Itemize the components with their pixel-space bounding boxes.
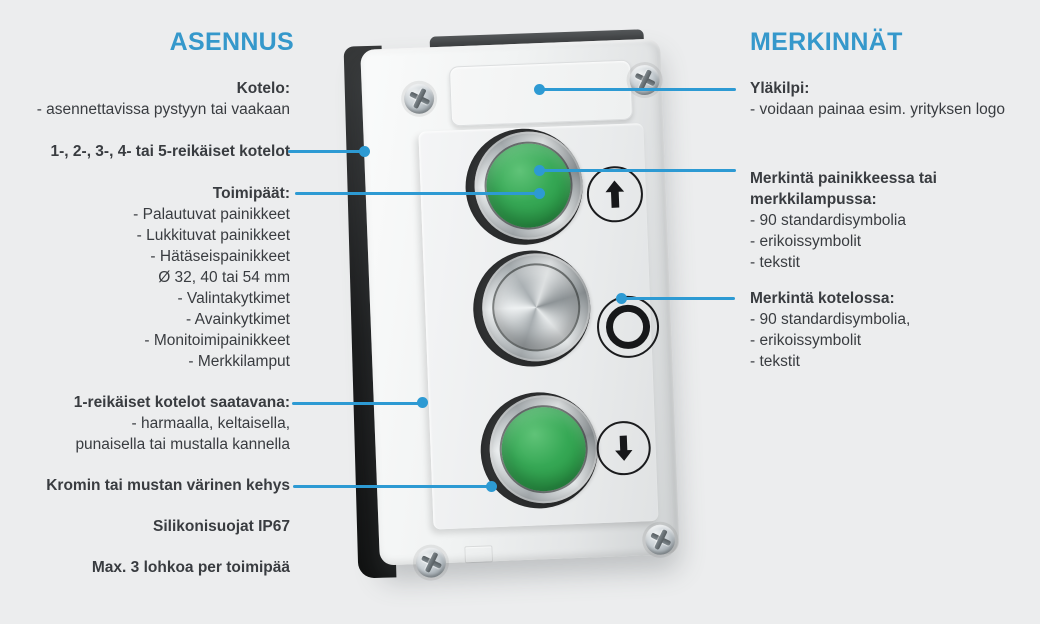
single-hole-title: 1-reikäiset kotelot saatavana: xyxy=(73,394,290,411)
toimipaat-item: - Merkkilamput xyxy=(188,353,290,370)
red-pushbutton-stop xyxy=(471,245,599,370)
callout-dot-single-hole xyxy=(417,397,428,408)
toimipaat-item: - Lukkituvat painikkeet xyxy=(136,227,290,244)
callout-line-toimipaat xyxy=(295,192,542,195)
silicone-label: Silikonisuojat IP67 xyxy=(153,518,290,535)
callout-dot-top-plate xyxy=(534,84,545,95)
callout-line-single-hole xyxy=(292,402,426,405)
left-section-heading: ASENNUS xyxy=(169,28,294,56)
enclosure-marking-group: Merkintä kotelossa: - 90 standardisymbol… xyxy=(750,288,910,372)
down-arrow-symbol-icon xyxy=(595,420,652,477)
screw-bottom-left-icon xyxy=(415,547,447,579)
holes-label: 1-, 2-, 3-, 4- tai 5-reikäiset kotelot xyxy=(50,143,290,160)
toimipaat-item: Ø 32, 40 tai 54 mm xyxy=(158,269,290,286)
up-arrow-symbol-icon xyxy=(585,165,644,224)
callout-line-holes xyxy=(288,150,368,153)
embossed-logo xyxy=(464,545,493,564)
single-hole-item: punaisella tai mustalla kannella xyxy=(75,436,290,453)
enclosure-marking-item: - 90 standardisymbolia, xyxy=(750,311,911,328)
callout-dot-button-marking xyxy=(534,165,545,176)
button-marking-item: - erikoissymbolit xyxy=(750,233,862,250)
callout-line-frame xyxy=(293,485,494,488)
toimipaat-item: - Valintakytkimet xyxy=(177,290,290,307)
kotelo-line: - asennettavissa pystyyn tai vaakaan xyxy=(36,101,290,118)
single-hole-item: - harmaalla, keltaisella, xyxy=(131,415,290,432)
callout-dot-holes xyxy=(359,146,370,157)
callout-dot-toimipaat xyxy=(534,188,545,199)
callout-line-enclosure-marking xyxy=(621,297,735,300)
button-marking-title: merkkilampussa: xyxy=(750,191,877,208)
green-pushbutton-up xyxy=(463,123,591,248)
top-plate-title: Yläkilpi: xyxy=(750,80,810,97)
toimipaat-group: Toimipäät: - Palautuvat painikkeet - Luk… xyxy=(133,183,290,372)
button-marking-item: - tekstit xyxy=(750,254,800,271)
callout-line-top-plate xyxy=(538,88,736,91)
frame-label: Kromin tai mustan värinen kehys xyxy=(46,477,290,494)
button-marking-item: - 90 standardisymbolia xyxy=(750,212,906,229)
control-station-enclosure xyxy=(360,38,680,579)
kotelo-group: Kotelo: - asennettavissa pystyyn tai vaa… xyxy=(37,78,290,120)
max-blocks-label: Max. 3 lohkoa per toimipää xyxy=(91,559,290,576)
single-hole-group: 1-reikäiset kotelot saatavana: - harmaal… xyxy=(74,392,290,455)
screw-bottom-right-icon xyxy=(644,524,676,556)
toimipaat-item: - Hätäseispainikkeet xyxy=(150,248,290,265)
enclosure-marking-item: - tekstit xyxy=(750,353,800,370)
toimipaat-item: - Palautuvat painikkeet xyxy=(133,206,290,223)
top-plate-line: - voidaan painaa esim. yrityksen logo xyxy=(750,101,1006,118)
top-plate-group: Yläkilpi: - voidaan painaa esim. yrityks… xyxy=(750,78,1005,120)
callout-dot-frame xyxy=(486,481,497,492)
toimipaat-title: Toimipäät: xyxy=(212,185,290,202)
toimipaat-item: - Avainkytkimet xyxy=(186,311,290,328)
green-pushbutton-down xyxy=(478,387,606,512)
callout-dot-enclosure-marking xyxy=(616,293,627,304)
enclosure-marking-item: - erikoissymbolit xyxy=(750,332,862,349)
right-section-heading: MERKINNÄT xyxy=(750,28,903,56)
enclosure-marking-title: Merkintä kotelossa: xyxy=(750,290,895,307)
callout-line-button-marking xyxy=(538,169,736,172)
button-marking-group: Merkintä painikkeessa tai merkkilampussa… xyxy=(750,168,937,273)
toimipaat-item: - Monitoimipainikkeet xyxy=(144,332,290,349)
button-marking-title: Merkintä painikkeessa tai xyxy=(750,170,937,187)
kotelo-title: Kotelo: xyxy=(236,80,290,97)
circle-o-symbol-ring xyxy=(605,304,651,350)
screw-top-left-icon xyxy=(403,83,435,115)
